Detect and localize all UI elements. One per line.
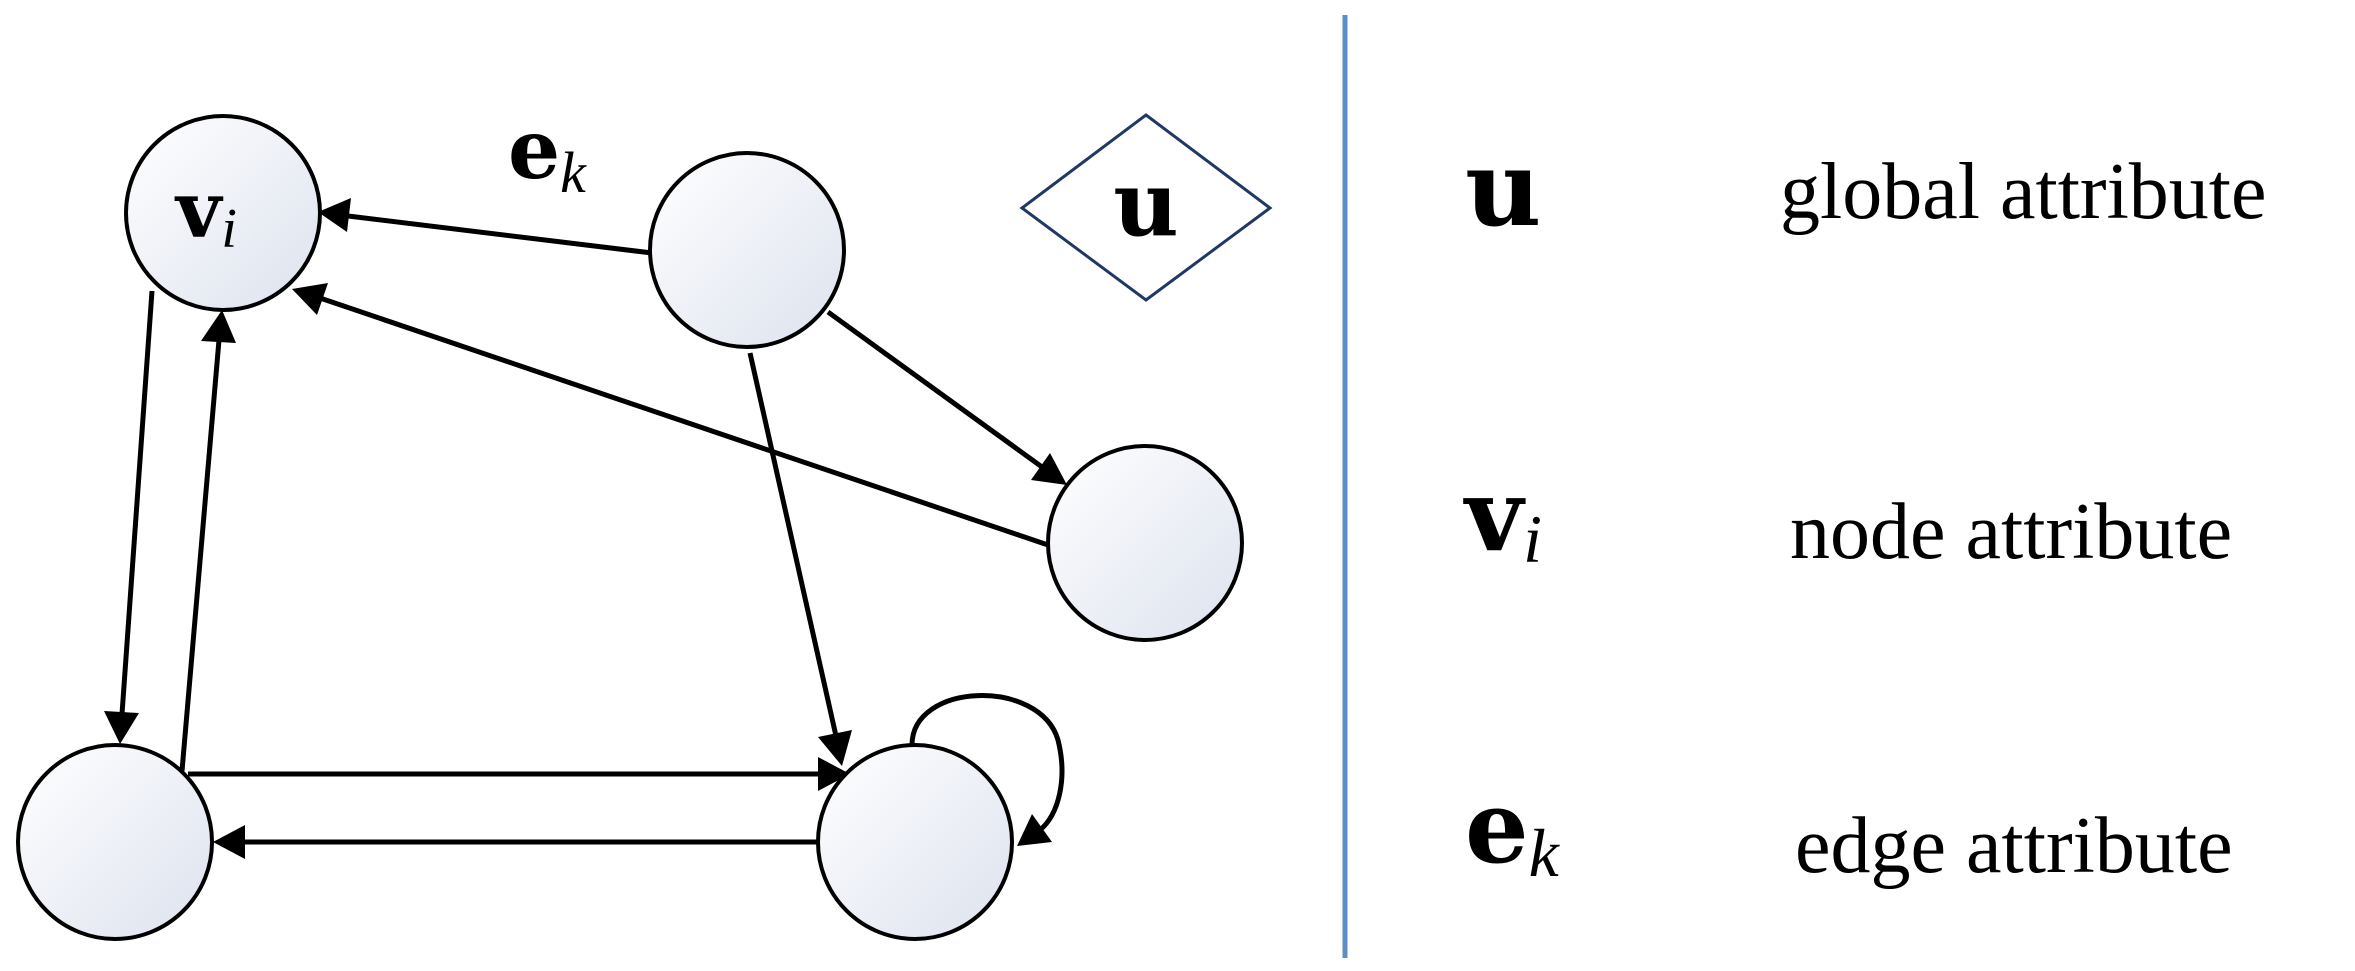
legend-symbol-u: u (1465, 126, 1541, 250)
arrowhead-icon (318, 198, 351, 232)
node-top (648, 151, 846, 349)
global-attribute-symbol: u (1113, 151, 1178, 257)
arrowhead-icon (818, 757, 850, 791)
global-attribute-diamond (1019, 113, 1273, 302)
node-vi-label: vi (174, 165, 237, 260)
edge-vi-to-bottom-left-node (119, 290, 155, 715)
legend-symbol-ek: ek (1465, 768, 1561, 891)
legend-description-edge: edge attribute (1795, 802, 2233, 890)
edges-group (104, 198, 1067, 859)
nodes-group (16, 114, 1244, 941)
arrowhead-icon (292, 283, 328, 315)
node-bottom-left (16, 743, 214, 941)
edge-top-node-to-right-node (826, 309, 1044, 470)
edge-top-node-to-bottom-right-node (747, 352, 839, 737)
node-vi (124, 114, 322, 312)
node-right (1046, 444, 1244, 642)
legend-description-node: node attribute (1790, 488, 2232, 576)
arrowhead-icon (818, 730, 852, 766)
node-bottom-right (816, 743, 1014, 941)
arrowhead-icon (201, 310, 236, 343)
edge-ek-label: ek (508, 102, 587, 205)
edge-self-loop (909, 693, 1065, 832)
legend-symbol-vi: vi (1463, 456, 1542, 577)
arrowhead-icon (104, 711, 139, 744)
edge-top-node-to-vi (347, 213, 653, 256)
arrowhead-icon (1017, 814, 1052, 846)
legend: u global attribute vi node attribute ek … (1463, 126, 2267, 891)
arrowhead-icon (1031, 453, 1067, 485)
arrowhead-icon (213, 825, 245, 859)
edge-bottom-left-node-to-vi (179, 339, 222, 772)
legend-description-global: global attribute (1780, 148, 2267, 236)
edge-right-node-to-vi (319, 295, 1049, 548)
